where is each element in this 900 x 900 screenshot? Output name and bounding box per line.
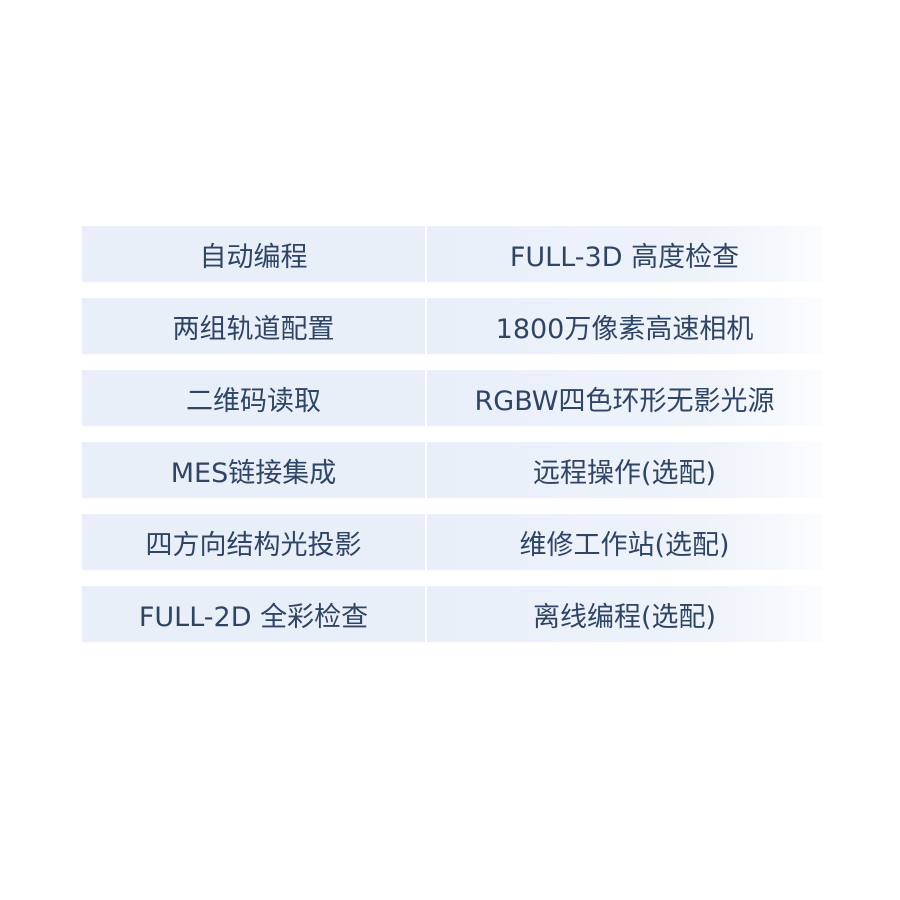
feature-cell-left: MES链接集成 — [82, 442, 427, 498]
feature-row: 两组轨道配置 1800万像素高速相机 — [82, 298, 822, 354]
feature-cell-left: 二维码读取 — [82, 370, 427, 426]
feature-cell-right: RGBW四色环形无影光源 — [427, 370, 822, 426]
feature-table: 自动编程 FULL-3D 高度检查 两组轨道配置 1800万像素高速相机 二维码… — [82, 226, 822, 642]
feature-cell-left: 两组轨道配置 — [82, 298, 427, 354]
feature-cell-right: 1800万像素高速相机 — [427, 298, 822, 354]
feature-cell-left: 四方向结构光投影 — [82, 514, 427, 570]
feature-row: 二维码读取 RGBW四色环形无影光源 — [82, 370, 822, 426]
feature-cell-right: 离线编程(选配) — [427, 586, 822, 642]
feature-row: FULL-2D 全彩检查 离线编程(选配) — [82, 586, 822, 642]
feature-cell-right: FULL-3D 高度检查 — [427, 226, 822, 282]
feature-row: 自动编程 FULL-3D 高度检查 — [82, 226, 822, 282]
feature-cell-right: 维修工作站(选配) — [427, 514, 822, 570]
feature-row: MES链接集成 远程操作(选配) — [82, 442, 822, 498]
feature-cell-left: 自动编程 — [82, 226, 427, 282]
feature-cell-left: FULL-2D 全彩检查 — [82, 586, 427, 642]
feature-row: 四方向结构光投影 维修工作站(选配) — [82, 514, 822, 570]
feature-cell-right: 远程操作(选配) — [427, 442, 822, 498]
